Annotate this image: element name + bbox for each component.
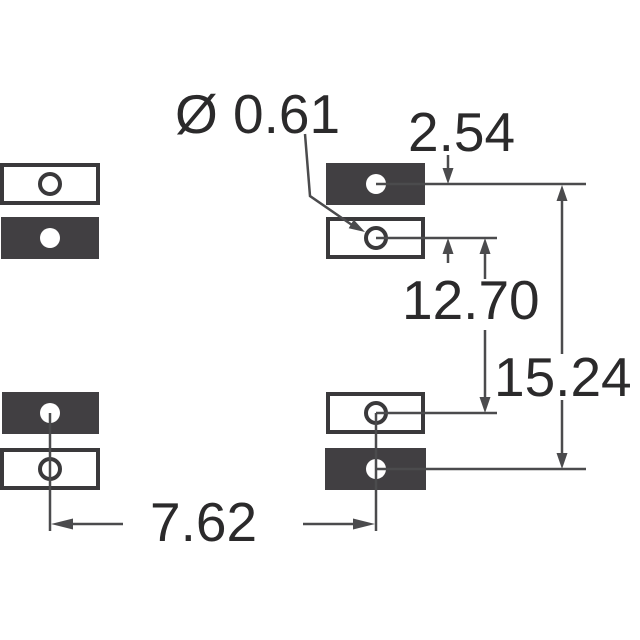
- dimension-label-column-spacing: 7.62: [150, 491, 257, 553]
- arrowhead-up-icon: [479, 238, 491, 254]
- dimension-label-pad-pitch: 2.54: [408, 101, 515, 163]
- pad-pair-top-right: [326, 163, 425, 259]
- dimension-label-hole-diameter: Ø 0.61: [175, 83, 340, 145]
- arrowhead-right-icon: [353, 518, 375, 530]
- hole-top-left-upper: [38, 172, 62, 196]
- arrowhead-down-icon: [442, 168, 454, 184]
- arrowhead-up-icon: [556, 185, 568, 201]
- pad-pair-bottom-left: [0, 392, 100, 490]
- pad-pair-top-left: [0, 163, 100, 259]
- dimension-label-inner-row-spacing: 12.70: [402, 269, 540, 331]
- arrowhead-down-icon: [479, 397, 491, 413]
- leader-line: [303, 133, 353, 227]
- arrowhead-left-icon: [51, 518, 73, 530]
- pad-top-left-upper: [0, 163, 100, 205]
- arrowhead-up-icon: [442, 238, 454, 254]
- arrowhead-down-icon: [556, 453, 568, 469]
- dimension-label-outer-row-spacing: 15.24: [494, 346, 632, 408]
- dimension-pad-pitch: 2.54: [408, 101, 515, 263]
- hole-top-left-lower: [40, 228, 60, 248]
- dimension-column-spacing: 7.62: [51, 491, 375, 553]
- arrowhead-diagonal-icon: [348, 219, 365, 232]
- dimension-inner-row-spacing: 12.70: [402, 238, 540, 413]
- callout-hole-diameter: Ø 0.61: [175, 83, 365, 232]
- dimension-outer-row-spacing: 15.24: [494, 185, 632, 469]
